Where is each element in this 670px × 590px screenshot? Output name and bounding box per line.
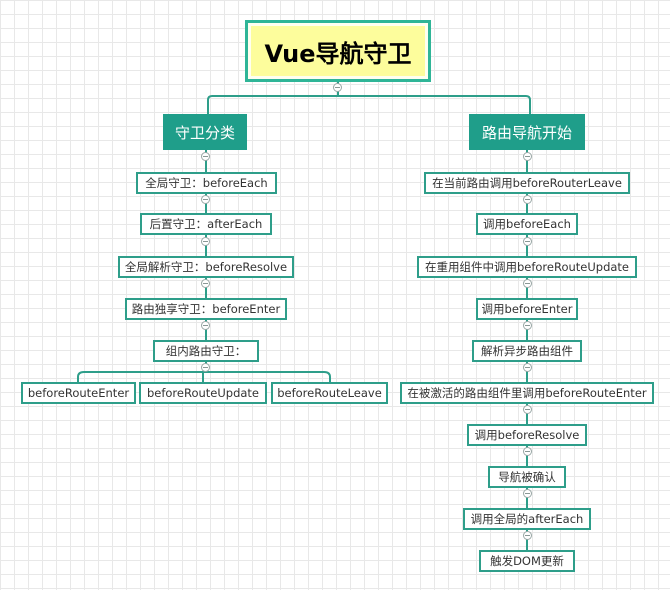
nav-step-4[interactable]: 调用beforeEnter [476, 298, 578, 320]
nav-step-5[interactable]: 解析异步路由组件 [472, 340, 582, 362]
nav-step-3[interactable]: 在重用组件中调用beforeRouteUpdate [417, 256, 637, 278]
collapse-toggle-icon[interactable] [523, 405, 532, 414]
collapse-toggle-icon[interactable] [523, 489, 532, 498]
nav-step-7[interactable]: 调用beforeResolve [467, 424, 587, 446]
branch-guard-categories[interactable]: 守卫分类 [163, 114, 247, 150]
nav-step-2[interactable]: 调用beforeEach [476, 213, 578, 235]
collapse-toggle-icon[interactable] [523, 279, 532, 288]
collapse-toggle-icon[interactable] [201, 279, 210, 288]
component-guard-before-route-update[interactable]: beforeRouteUpdate [139, 382, 267, 404]
component-guard-before-route-leave[interactable]: beforeRouteLeave [271, 382, 388, 404]
nav-step-8[interactable]: 导航被确认 [488, 466, 566, 488]
collapse-toggle-icon[interactable] [523, 321, 532, 330]
collapse-toggle-icon[interactable] [523, 195, 532, 204]
guard-item-after-each[interactable]: 后置守卫：afterEach [140, 213, 272, 235]
nav-step-6[interactable]: 在被激活的路由组件里调用beforeRouteEnter [400, 382, 654, 404]
component-guard-before-route-enter[interactable]: beforeRouteEnter [21, 382, 136, 404]
guard-item-before-resolve[interactable]: 全局解析守卫：beforeResolve [118, 256, 294, 278]
connector-line [207, 95, 531, 114]
collapse-toggle-icon[interactable] [523, 363, 532, 372]
collapse-toggle-icon[interactable] [523, 447, 532, 456]
collapse-toggle-icon[interactable] [523, 152, 532, 161]
collapse-toggle-icon[interactable] [523, 237, 532, 246]
guard-item-before-each[interactable]: 全局守卫：beforeEach [136, 172, 277, 194]
nav-step-10[interactable]: 触发DOM更新 [479, 550, 575, 572]
collapse-toggle-icon[interactable] [201, 152, 210, 161]
nav-step-1[interactable]: 在当前路由调用beforeRouterLeave [424, 172, 630, 194]
collapse-toggle-icon[interactable] [201, 321, 210, 330]
collapse-toggle-icon[interactable] [333, 83, 342, 92]
branch-navigation-flow[interactable]: 路由导航开始 [469, 114, 585, 150]
guard-item-component-guards[interactable]: 组内路由守卫： [153, 340, 259, 362]
root-title[interactable]: Vue导航守卫 [245, 20, 431, 82]
collapse-toggle-icon[interactable] [523, 531, 532, 540]
collapse-toggle-icon[interactable] [201, 237, 210, 246]
collapse-toggle-icon[interactable] [201, 363, 210, 372]
collapse-toggle-icon[interactable] [201, 195, 210, 204]
nav-step-9[interactable]: 调用全局的afterEach [463, 508, 591, 530]
guard-item-before-enter[interactable]: 路由独享守卫：beforeEnter [125, 298, 287, 320]
